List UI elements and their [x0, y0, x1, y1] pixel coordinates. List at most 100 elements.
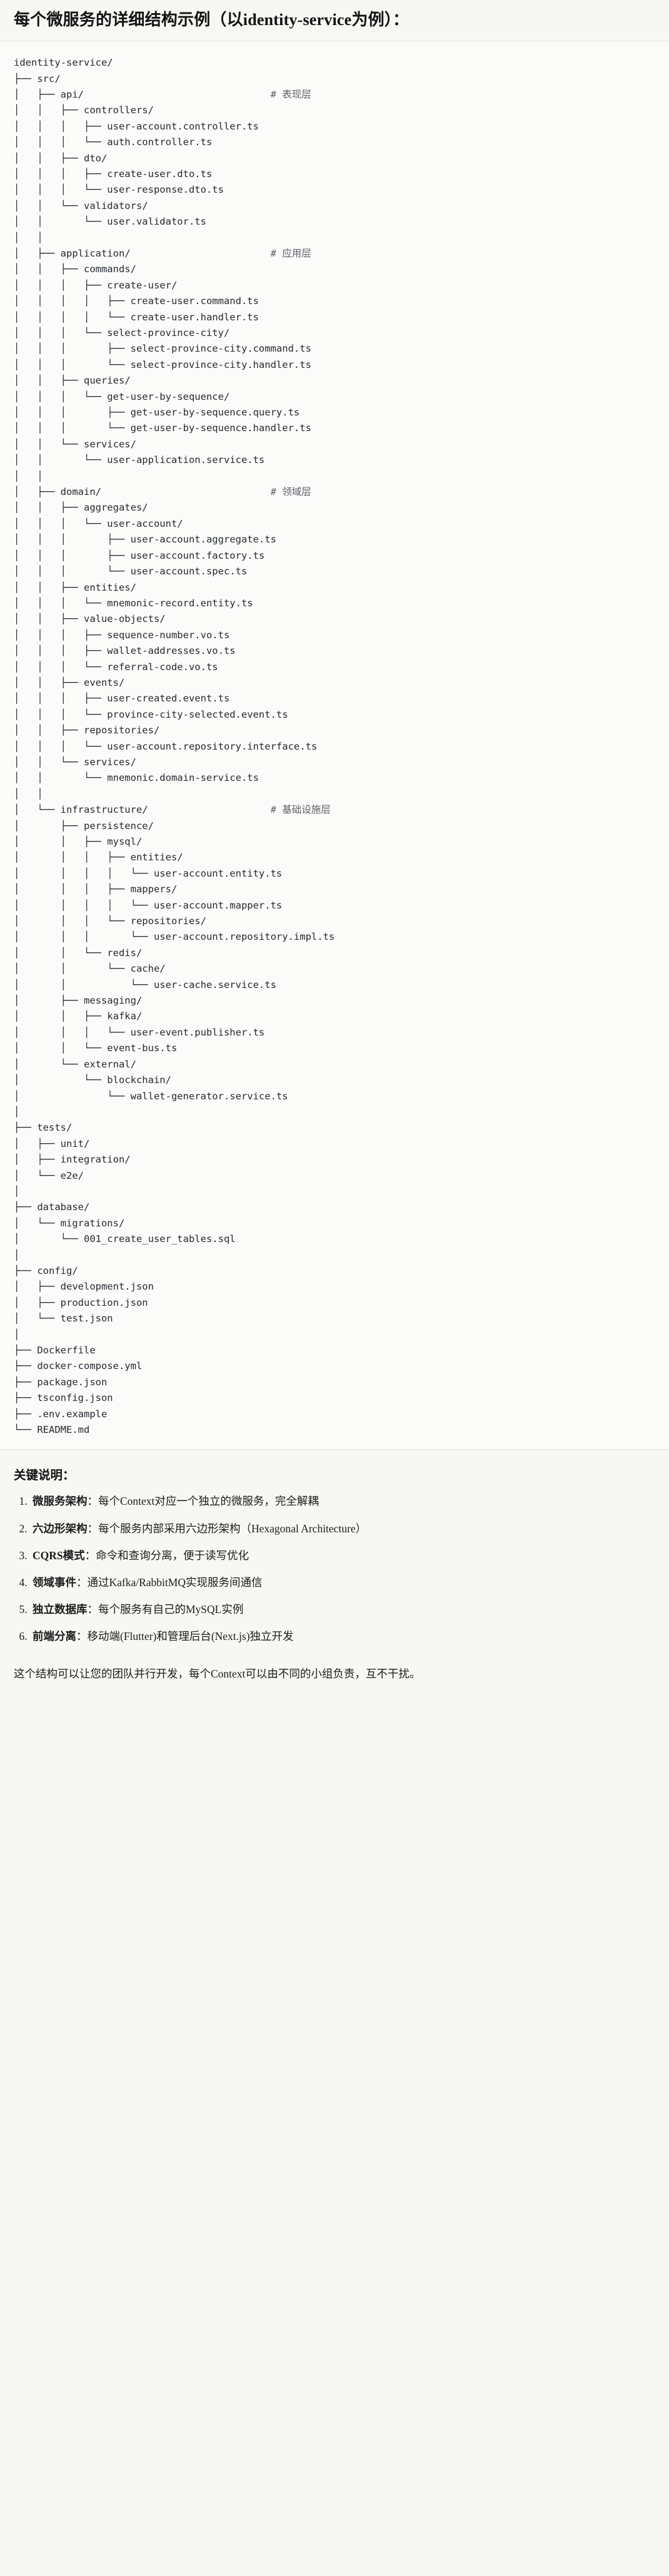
key-point-description: ：命令和查询分离，便于读写优化 [84, 1549, 249, 1562]
page-title: 每个微服务的详细结构示例（以identity-service为例）： [14, 11, 410, 29]
tree-line-path: │ │ │ │ └── user-account.entity.ts [14, 867, 283, 879]
tree-line-path: │ [14, 1185, 20, 1197]
tree-line: │ │ │ ├── create-user/ [14, 278, 655, 293]
tree-line: │ │ ├── dto/ [14, 151, 655, 166]
key-point-description: ：每个Context对应一个独立的微服务，完全解耦 [87, 1495, 319, 1508]
tree-line-path: │ ├── messaging/ [14, 995, 143, 1007]
tree-line: │ │ │ └── repositories/ [14, 914, 655, 929]
tree-line: │ │ │ ├── mappers/ [14, 882, 655, 897]
tree-line: │ ├── persistence/ [14, 818, 655, 834]
tree-line: │ ├── messaging/ [14, 993, 655, 1009]
tree-line-path: │ ├── domain/ [14, 486, 101, 498]
tree-line-path: │ │ ├── entities/ [14, 581, 136, 593]
tree-line-path: │ │ └── user-cache.service.ts [14, 979, 276, 990]
tree-line-path: │ │ │ ├── user-account.controller.ts [14, 120, 259, 132]
directory-tree[interactable]: identity-service/ ├── src/ │ ├── api/ # … [0, 55, 669, 1438]
tree-line-path: │ │ │ ├── entities/ [14, 852, 183, 863]
tree-line: ├── config/ [14, 1263, 655, 1279]
tree-line: ├── tsconfig.json [14, 1390, 655, 1406]
tree-line: │ │ │ └── user-account.spec.ts [14, 564, 655, 579]
tree-line: │ │ └── cache/ [14, 961, 655, 977]
tree-line: │ │ │ └── get-user-by-sequence/ [14, 389, 655, 405]
tree-line: │ │ ├── commands/ [14, 262, 655, 277]
tree-line: │ │ │ └── user-account/ [14, 516, 655, 532]
tree-line: │ [14, 1327, 655, 1343]
tree-line-path: │ │ └── user.validator.ts [14, 216, 206, 228]
tree-line: │ │ │ ├── user-account.controller.ts [14, 119, 655, 135]
tree-line: │ └── wallet-generator.service.ts [14, 1089, 655, 1104]
key-points-list: 微服务架构：每个Context对应一个独立的微服务，完全解耦六边形架构：每个服务… [14, 1493, 655, 1645]
tree-line: │ │ ├── value-objects/ [14, 611, 655, 627]
tree-line-path: │ │ └── redis/ [14, 947, 143, 959]
directory-tree-code-block: identity-service/ ├── src/ │ ├── api/ # … [0, 41, 669, 1450]
tree-line-path: ├── database/ [14, 1201, 90, 1213]
tree-line-path: │ │ │ └── get-user-by-sequence/ [14, 390, 230, 402]
tree-line-path: │ │ │ └── user-response.dto.ts [14, 184, 224, 196]
tree-line-path: │ │ │ └── select-province-city.handler.t… [14, 359, 311, 370]
tree-line: │ │ └── services/ [14, 755, 655, 770]
document-page: 每个微服务的详细结构示例（以identity-service为例）： ident… [0, 0, 669, 1699]
tree-line-path: │ │ └── event-bus.ts [14, 1042, 178, 1054]
tree-line-path: │ │ ├── repositories/ [14, 725, 160, 736]
tree-line: │ │ └── event-bus.ts [14, 1041, 655, 1056]
tree-line-path: │ │ ├── controllers/ [14, 104, 154, 116]
key-points-section: 关键说明： 微服务架构：每个Context对应一个独立的微服务，完全解耦六边形架… [0, 1450, 669, 1659]
tree-line: │ │ │ ├── get-user-by-sequence.query.ts [14, 405, 655, 420]
tree-line-path: │ └── blockchain/ [14, 1074, 171, 1086]
tree-line: ├── src/ [14, 71, 655, 87]
tree-line: └── README.md [14, 1422, 655, 1438]
tree-line-path: │ │ │ └── user-account.spec.ts [14, 566, 248, 578]
tree-line-path: │ │ │ └── user-account.repository.impl.t… [14, 931, 335, 943]
tree-line: │ │ │ ├── wallet-addresses.vo.ts [14, 643, 655, 659]
tree-line-path: │ │ │ └── auth.controller.ts [14, 136, 213, 148]
tree-line: │ │ └── mnemonic.domain-service.ts [14, 770, 655, 786]
tree-line: │ │ ├── controllers/ [14, 103, 655, 118]
tree-line: │ ├── production.json [14, 1295, 655, 1311]
tree-line-path: ├── tests/ [14, 1122, 73, 1134]
tree-line: │ └── infrastructure/ # 基础设施层 [14, 802, 655, 818]
tree-line: │ │ │ │ ├── create-user.command.ts [14, 293, 655, 309]
key-point-term: CQRS模式 [33, 1549, 85, 1562]
tree-line-path: ├── package.json [14, 1376, 108, 1388]
key-point-term: 前端分离 [33, 1630, 76, 1643]
tree-line: │ └── 001_create_user_tables.sql [14, 1231, 655, 1247]
tree-line-path: │ ├── production.json [14, 1296, 148, 1308]
tree-line: │ │ │ └── referral-code.vo.ts [14, 659, 655, 675]
key-point-term: 六边形架构 [33, 1522, 88, 1535]
tree-line: │ │ ├── kafka/ [14, 1009, 655, 1024]
tree-line: │ └── blockchain/ [14, 1072, 655, 1088]
tree-line-path: │ │ │ └── select-province-city/ [14, 327, 230, 339]
tree-line-path: │ │ ├── kafka/ [14, 1011, 143, 1022]
tree-line-path: ├── Dockerfile [14, 1345, 96, 1356]
tree-line: │ │ ├── mysql/ [14, 834, 655, 850]
tree-line-path: │ │ ├── queries/ [14, 375, 131, 387]
tree-line-path: │ │ │ └── province-city-selected.event.t… [14, 708, 288, 720]
tree-line: │ │ [14, 787, 655, 802]
tree-line-path: │ │ [14, 232, 43, 243]
tree-line: │ │ └── services/ [14, 437, 655, 452]
tree-line: │ └── e2e/ [14, 1168, 655, 1184]
key-point-item: 独立数据库：每个服务有自己的MySQL实例 [30, 1601, 655, 1618]
tree-line: │ │ ├── events/ [14, 675, 655, 691]
key-point-item: 六边形架构：每个服务内部采用六边形架构（Hexagonal Architectu… [30, 1520, 655, 1537]
tree-line: │ │ └── redis/ [14, 945, 655, 961]
tree-line-path: │ │ ├── dto/ [14, 152, 108, 164]
key-point-description: ：每个服务内部采用六边形架构（Hexagonal Architecture） [87, 1522, 367, 1535]
tree-line: │ │ │ ├── create-user.dto.ts [14, 166, 655, 182]
tree-line-path: │ │ │ ├── create-user.dto.ts [14, 168, 213, 180]
tree-line: │ │ │ └── user-response.dto.ts [14, 182, 655, 198]
tree-line: │ └── migrations/ [14, 1216, 655, 1231]
tree-line: │ [14, 1248, 655, 1263]
tree-line-path: │ │ │ └── get-user-by-sequence.handler.t… [14, 422, 311, 434]
tree-line-path: │ └── infrastructure/ [14, 804, 148, 816]
key-points-heading: 关键说明： [14, 1469, 75, 1483]
tree-line: │ [14, 1184, 655, 1199]
tree-line-path: │ ├── persistence/ [14, 820, 154, 832]
tree-line-path: │ │ ├── commands/ [14, 263, 136, 275]
tree-line-path: │ ├── development.json [14, 1281, 154, 1293]
tree-line: │ ├── development.json [14, 1279, 655, 1295]
tree-line: ├── docker-compose.yml [14, 1358, 655, 1374]
tree-line-path: │ │ │ ├── user-account.factory.ts [14, 549, 265, 561]
tree-line-path: │ │ │ └── user-account.repository.interf… [14, 740, 318, 752]
tree-line: │ │ └── user.validator.ts [14, 214, 655, 230]
